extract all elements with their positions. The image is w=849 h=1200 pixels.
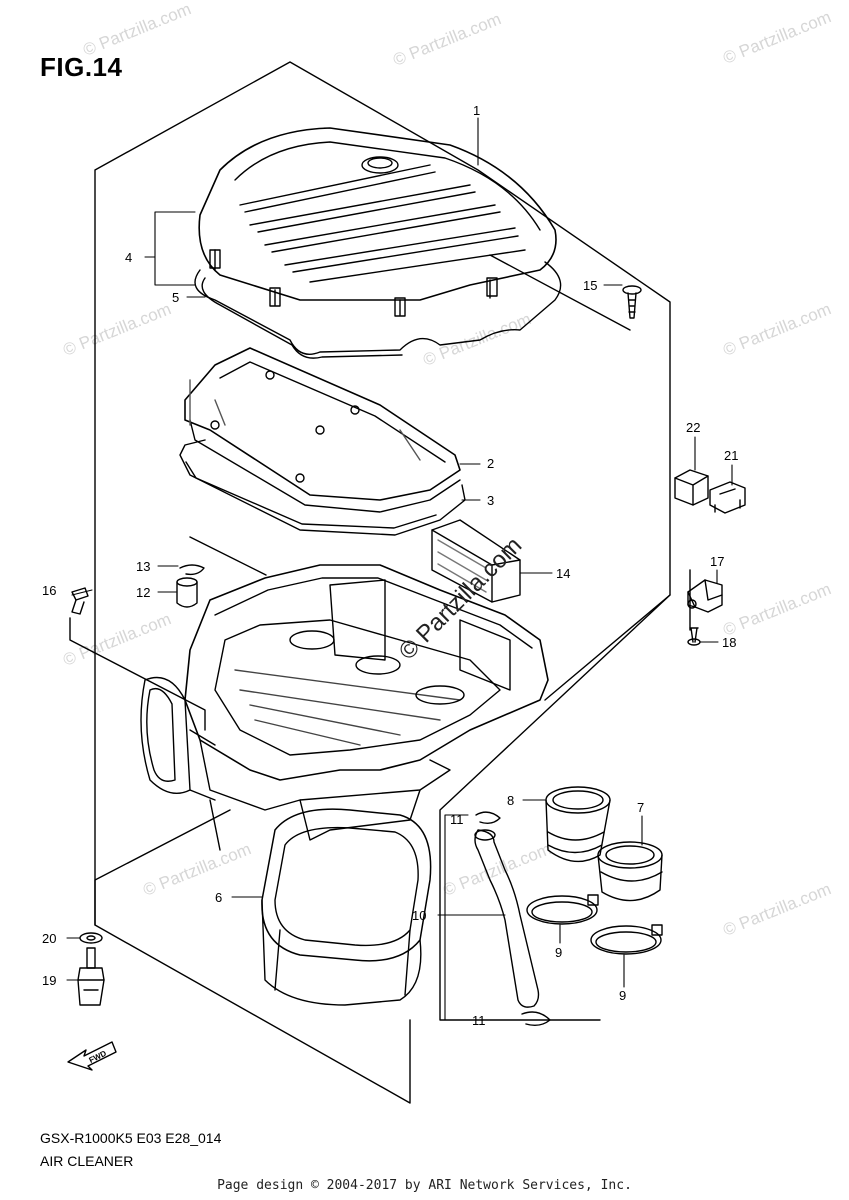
cover-seal [194, 261, 562, 355]
assembly-guide-line [189, 536, 267, 576]
hose-clip [521, 1011, 551, 1027]
figure-title: FIG.14 [40, 52, 123, 82]
assembly-boundary-lower [94, 809, 231, 926]
callout-label: 22 [686, 420, 700, 435]
callout-label: 1 [473, 103, 480, 118]
bracket-sensor [687, 579, 723, 613]
callout-label: 10 [412, 908, 426, 923]
callout-label: 3 [487, 493, 494, 508]
intake-air-temperature-sensor [77, 947, 105, 1006]
callout-label: 9 [555, 945, 562, 960]
filter-seal [185, 461, 437, 529]
pressure-sensor [709, 481, 746, 514]
callout-label: 7 [637, 800, 644, 815]
bolt [71, 587, 89, 615]
callout-label: 5 [172, 290, 179, 305]
air-cleaner-case [140, 564, 549, 851]
outlet-tube [545, 786, 611, 863]
hose-clip [475, 811, 501, 825]
callout-label: 20 [42, 931, 56, 946]
callout-label: 15 [583, 278, 597, 293]
callout-label: 11 [472, 1013, 486, 1028]
screw [622, 285, 642, 319]
forward-direction-arrow [67, 1041, 117, 1071]
callout-label: 6 [215, 890, 222, 905]
section-name: AIR CLEANER [40, 1153, 134, 1169]
assembly-boundary [94, 61, 671, 1104]
breather-hose [474, 829, 540, 1008]
cover-seal [201, 277, 403, 359]
air-filter-element [184, 347, 461, 513]
leader-lines [66, 117, 733, 1021]
filter-seal [179, 439, 466, 536]
fwd-label: FWD [87, 1049, 108, 1065]
clip [179, 564, 205, 576]
callout-label: 13 [136, 559, 150, 574]
page-footer: Page design © 2004-2017 by ARI Network S… [217, 1178, 632, 1193]
callout-label: 16 [42, 583, 56, 598]
assembly-guide-line [69, 617, 206, 731]
sensor-cover [674, 469, 709, 506]
rubber-joint [597, 841, 663, 902]
callout-label: 2 [487, 456, 494, 471]
callout-label: 21 [724, 448, 738, 463]
callout-label: 18 [722, 635, 736, 650]
intake-duct-ring [261, 808, 432, 1006]
callout-label: 19 [42, 973, 56, 988]
callout-label: 9 [619, 988, 626, 1003]
assembly-guide-line [489, 254, 631, 331]
hose-clamp [590, 924, 663, 955]
callout-label: 12 [136, 585, 150, 600]
bush [176, 577, 198, 608]
washer [79, 932, 103, 944]
callout-label: 17 [710, 554, 724, 569]
callout-label: 8 [507, 793, 514, 808]
model-code: GSX-R1000K5 E03 E28_014 [40, 1130, 222, 1146]
callout-label: 14 [556, 566, 570, 581]
hose-clamp [526, 894, 599, 925]
air-cleaner-cover [198, 127, 557, 317]
callout-label: 4 [125, 250, 132, 265]
callout-label: 11 [450, 812, 464, 827]
assembly-guide-line [544, 594, 671, 701]
sponge-filter [431, 519, 521, 603]
